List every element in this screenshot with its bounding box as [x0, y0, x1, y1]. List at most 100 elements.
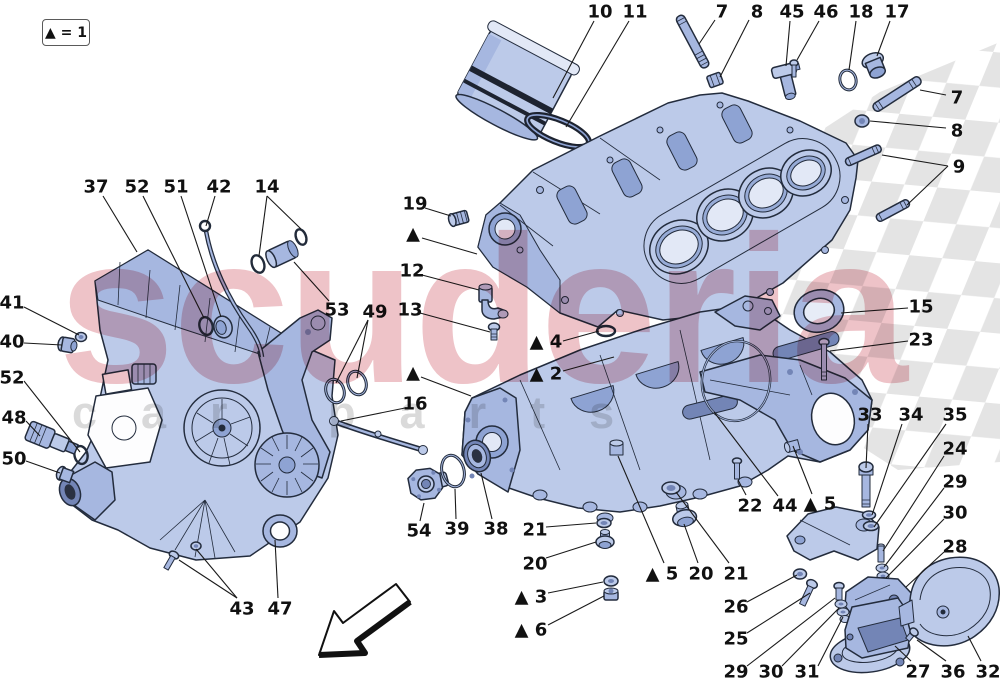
- washer-tri3: [603, 575, 619, 587]
- callout-29-48[interactable]: 29: [723, 662, 748, 682]
- oil-filter: [455, 20, 580, 141]
- callout-16-32[interactable]: 16: [402, 394, 427, 415]
- leader-line: [102, 195, 138, 253]
- leader-line: [873, 423, 947, 528]
- callout-tri-2-30[interactable]: ▲ 2: [530, 364, 563, 385]
- callout-14-15[interactable]: 14: [254, 177, 279, 198]
- callout-8-3[interactable]: 8: [751, 2, 764, 23]
- callout-30-61[interactable]: 30: [942, 503, 967, 524]
- callout-51-13[interactable]: 51: [163, 177, 188, 198]
- callout-47-24[interactable]: 47: [267, 599, 292, 620]
- ribbed-pulley: [254, 432, 320, 498]
- callout-26-46[interactable]: 26: [723, 597, 748, 618]
- callout-20-37[interactable]: 20: [522, 554, 547, 575]
- callout-10-0[interactable]: 10: [587, 2, 612, 23]
- callout-45-4[interactable]: 45: [779, 2, 804, 23]
- callout-42-14[interactable]: 42: [206, 177, 231, 198]
- leader-line: [340, 407, 406, 422]
- seal-47: [262, 514, 298, 548]
- callout-tri-5-45[interactable]: ▲ 5: [804, 494, 837, 515]
- callout-22-43[interactable]: 22: [737, 496, 762, 517]
- callout-12-27[interactable]: 12: [399, 261, 424, 282]
- callout-38-35[interactable]: 38: [483, 519, 508, 540]
- bolt-43: [163, 550, 180, 571]
- callout-32-53[interactable]: 32: [975, 662, 1000, 682]
- callout-11-1[interactable]: 11: [622, 2, 647, 23]
- callout-tri-26[interactable]: ▲: [406, 224, 420, 245]
- leader-line: [698, 19, 716, 45]
- callout-33-56[interactable]: 33: [857, 405, 882, 426]
- callout-39-34[interactable]: 39: [444, 519, 469, 540]
- callout-tri-3-38[interactable]: ▲ 3: [515, 587, 548, 608]
- callout-50-22[interactable]: 50: [1, 449, 26, 470]
- callout-54-33[interactable]: 54: [406, 521, 431, 542]
- leader-line: [916, 639, 947, 662]
- callout-23-55[interactable]: 23: [908, 330, 933, 351]
- callout-44-44[interactable]: 44: [772, 496, 797, 517]
- callout-21-36[interactable]: 21: [522, 520, 547, 541]
- callout-8-9[interactable]: 8: [951, 121, 964, 142]
- callout-28-62[interactable]: 28: [942, 537, 967, 558]
- callout-25-47[interactable]: 25: [723, 629, 748, 650]
- mount-arm: [699, 354, 873, 463]
- callout-13-28[interactable]: 13: [397, 300, 422, 321]
- callout-19-25[interactable]: 19: [402, 194, 427, 215]
- callout-7-2[interactable]: 7: [716, 2, 729, 23]
- callout-43-23[interactable]: 43: [229, 599, 254, 620]
- oring-14a: [250, 254, 266, 274]
- oring-49a: [324, 377, 346, 405]
- callout-20-41[interactable]: 20: [688, 564, 713, 585]
- leader-line: [266, 195, 302, 230]
- callout-37-11[interactable]: 37: [83, 177, 108, 198]
- callout-48-21[interactable]: 48: [1, 408, 26, 429]
- leader-line: [258, 195, 268, 257]
- leader-line: [356, 319, 369, 379]
- callout-9-10[interactable]: 9: [953, 157, 966, 178]
- callout-7-8[interactable]: 7: [951, 88, 964, 109]
- flange-54: [407, 467, 450, 501]
- callout-21-42[interactable]: 21: [723, 564, 748, 585]
- leader-line: [719, 19, 750, 78]
- callout-34-57[interactable]: 34: [898, 405, 923, 426]
- washer-26: [792, 568, 808, 580]
- leader-line: [178, 559, 238, 599]
- leader-line: [617, 455, 665, 564]
- leader-line: [746, 592, 811, 634]
- bolt-46: [789, 59, 799, 78]
- callout-tri-5-40[interactable]: ▲ 5: [646, 564, 679, 585]
- leader-line: [894, 645, 912, 662]
- callout-46-5[interactable]: 46: [813, 2, 838, 23]
- callout-30-49[interactable]: 30: [758, 662, 783, 682]
- callout-41-18[interactable]: 41: [0, 293, 25, 314]
- callout-52-20[interactable]: 52: [0, 368, 25, 389]
- callout-53-16[interactable]: 53: [324, 300, 349, 321]
- crankcase-end-plate: [461, 387, 521, 493]
- callout-tri-4-29[interactable]: ▲ 4: [530, 332, 563, 353]
- plug-19: [447, 209, 470, 228]
- leader-line: [142, 195, 205, 319]
- callout-27-51[interactable]: 27: [905, 662, 930, 682]
- callout-tri-31[interactable]: ▲: [406, 363, 420, 384]
- callout-tri-6-39[interactable]: ▲ 6: [515, 620, 548, 641]
- bolt-29-stack: [833, 581, 851, 623]
- callout-17-7[interactable]: 17: [884, 2, 909, 23]
- dowel-tri5a: [609, 439, 624, 456]
- plug-17: [861, 51, 887, 79]
- callout-49-17[interactable]: 49: [362, 302, 387, 323]
- leader-line: [419, 312, 491, 333]
- washer-35: [862, 520, 880, 532]
- callout-24-59[interactable]: 24: [942, 439, 967, 460]
- callout-40-19[interactable]: 40: [0, 332, 25, 353]
- callout-31-50[interactable]: 31: [794, 662, 819, 682]
- callout-35-58[interactable]: 35: [942, 405, 967, 426]
- leader-line: [195, 548, 238, 599]
- callout-18-6[interactable]: 18: [848, 2, 873, 23]
- leader-line: [746, 574, 798, 603]
- leader-line: [420, 376, 472, 397]
- callout-36-52[interactable]: 36: [940, 662, 965, 682]
- callout-52-12[interactable]: 52: [124, 177, 149, 198]
- callout-29-60[interactable]: 29: [942, 472, 967, 493]
- bolt-22: [731, 457, 743, 480]
- callout-15-54[interactable]: 15: [908, 297, 933, 318]
- leader-line: [205, 195, 216, 227]
